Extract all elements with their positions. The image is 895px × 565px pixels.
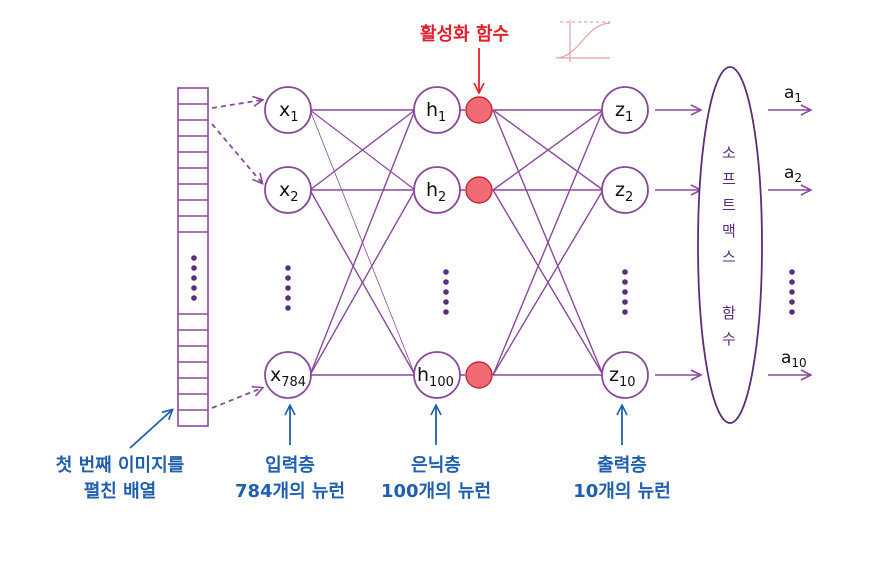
final-output-ellipsis-dots [789, 269, 795, 315]
hidden-node-100 [413, 351, 461, 399]
input-node-784-label: x784 [270, 364, 306, 390]
input-hidden-connections [309, 109, 416, 376]
hidden-node-1 [413, 86, 461, 134]
input-node-2 [264, 166, 312, 214]
output-node-10-label: z10 [609, 364, 636, 390]
hidden-ellipsis-dots [443, 269, 449, 315]
output-node-1-label: z1 [615, 99, 633, 125]
output-ellipsis-dots [622, 269, 628, 315]
output-to-softmax-arrows [655, 110, 700, 375]
input-ellipsis-dots [285, 265, 291, 311]
input-node-1-label: x1 [279, 99, 299, 125]
hidden-output-connections [492, 109, 604, 376]
final-output-arrows [768, 110, 810, 375]
softmax-label: 소 프 트 맥 스 함 수 [722, 144, 736, 348]
hidden-node-2-label: h2 [426, 179, 446, 205]
hidden-layer-label-line2: 100개의 뉴런 [381, 481, 491, 502]
output-node-10 [601, 351, 649, 399]
svg-text:트: 트 [722, 196, 736, 214]
flatten-label-line2: 펼친 배열 [84, 481, 157, 502]
activation-function-title: 활성화 함수 [420, 23, 509, 45]
input-layer-label-line2: 784개의 뉴런 [235, 481, 345, 502]
input-layer-label-line1: 입력층 [265, 454, 315, 476]
hidden-node-1-label: h1 [426, 99, 446, 125]
hidden-activation-links [460, 109, 465, 376]
svg-text:소: 소 [722, 144, 736, 162]
activation-node-1 [465, 96, 493, 124]
input-node-1 [264, 86, 312, 134]
hidden-node-100-label: h100 [417, 364, 454, 390]
array-cells-bottom [178, 313, 208, 411]
input-node-784 [264, 351, 312, 399]
softmax-ellipse [697, 66, 763, 424]
output-node-1 [601, 86, 649, 134]
array-cells-top [178, 103, 208, 233]
activation-node-3 [465, 361, 493, 389]
output-node-2-label: z2 [615, 179, 633, 205]
hidden-layer: h1 h2 h100 [413, 86, 461, 399]
activation-node-2 [465, 176, 493, 204]
array-to-input-arrows [211, 100, 262, 409]
annotation-arrows [129, 406, 622, 449]
sigmoid-curve-icon [555, 20, 611, 62]
svg-text:맥: 맥 [722, 222, 736, 240]
hidden-node-2 [413, 166, 461, 214]
output-a2: a2 [784, 163, 802, 185]
output-node-2 [601, 166, 649, 214]
flattened-array [177, 87, 209, 427]
input-node-2-label: x2 [279, 179, 299, 205]
output-a1: a1 [784, 83, 802, 105]
svg-text:스: 스 [722, 248, 736, 266]
svg-text:함: 함 [722, 304, 736, 322]
input-layer: x1 x2 x784 [264, 86, 312, 399]
svg-text:수: 수 [722, 330, 736, 348]
hidden-layer-label-line1: 은닉층 [411, 455, 461, 476]
svg-text:프: 프 [722, 170, 736, 188]
output-a10: a10 [781, 348, 807, 370]
output-layer-label-line1: 출력층 [597, 455, 647, 476]
output-layer-label-line2: 10개의 뉴런 [573, 481, 671, 502]
array-ellipsis-dots [191, 255, 197, 301]
flatten-label-line1: 첫 번째 이미지를 [56, 455, 184, 476]
activation-nodes [465, 96, 493, 389]
output-layer: z1 z2 z10 [601, 86, 649, 399]
